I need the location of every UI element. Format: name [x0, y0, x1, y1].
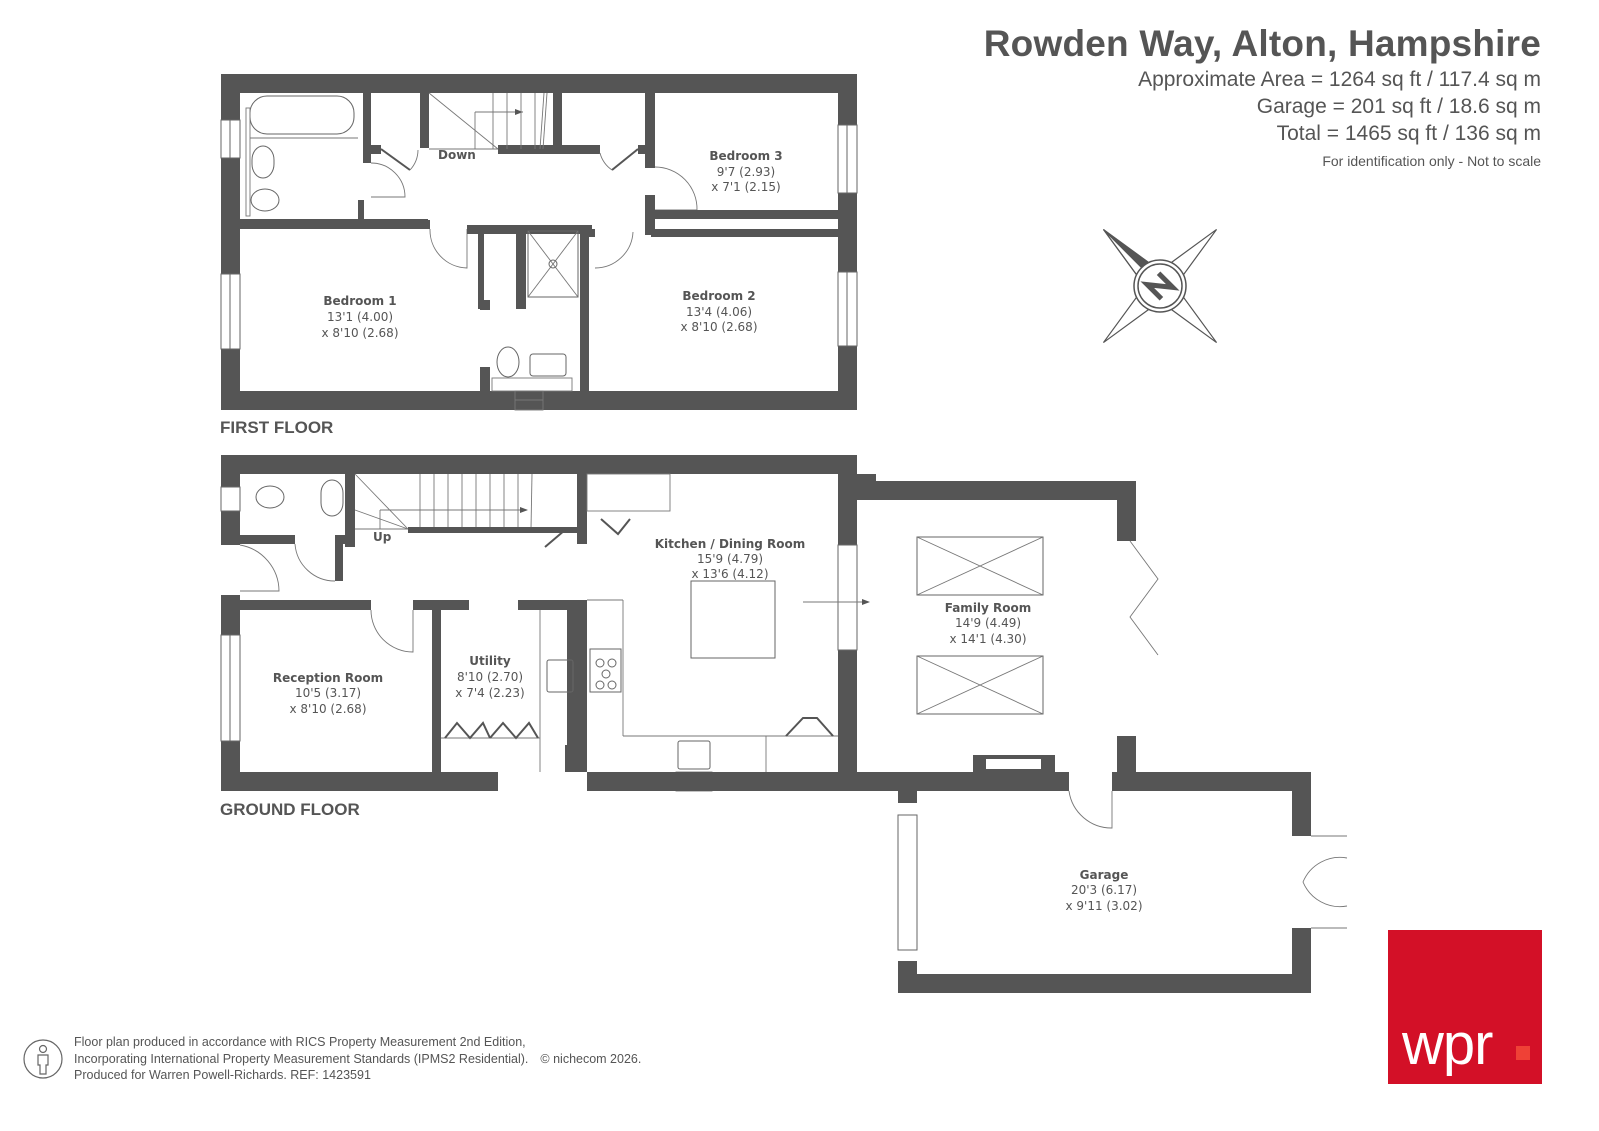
- disclaimer: For identification only - Not to scale: [1322, 153, 1541, 169]
- family-room-dim2: x 14'1 (4.30): [949, 632, 1026, 646]
- bedroom-3-dim1: 9'7 (2.93): [717, 165, 775, 179]
- header: Rowden Way, Alton, Hampshire Approximate…: [984, 22, 1541, 169]
- stairs-down-label: Down: [438, 148, 476, 162]
- bedroom-1-name: Bedroom 1: [323, 294, 396, 308]
- logo-text: wpr: [1402, 1012, 1493, 1077]
- footer-line-3: Produced for Warren Powell-Richards. REF…: [74, 1068, 371, 1082]
- footer-text: Floor plan produced in accordance with R…: [74, 1034, 641, 1084]
- bedroom-2-dim1: 13'4 (4.06): [686, 305, 752, 319]
- copyright: © nichecom 2026.: [540, 1051, 642, 1066]
- bedroom-2-dim2: x 8'10 (2.68): [680, 320, 757, 334]
- bedroom-3-dim2: x 7'1 (2.15): [711, 180, 780, 194]
- stairs-up-label: Up: [373, 530, 392, 544]
- total-area: Total = 1465 sq ft / 136 sq m: [1276, 122, 1541, 145]
- family-room-dim1: 14'9 (4.49): [955, 616, 1021, 630]
- logo-dot: [1516, 1046, 1530, 1060]
- garage-dim1: 20'3 (6.17): [1071, 883, 1137, 897]
- utility-dim1: 8'10 (2.70): [457, 670, 523, 684]
- garage-dim2: x 9'11 (3.02): [1065, 899, 1142, 913]
- footer-line-2: Incorporating International Property Mea…: [74, 1051, 529, 1066]
- first-floor-plan: Down Bedroom 3 9': [220, 74, 858, 411]
- bedroom-3-name: Bedroom 3: [709, 149, 782, 163]
- reception-room-dim2: x 8'10 (2.68): [289, 702, 366, 716]
- footer-line-1: Floor plan produced in accordance with R…: [74, 1035, 526, 1049]
- footer: Floor plan produced in accordance with R…: [22, 1034, 641, 1084]
- north-compass-icon: [1102, 228, 1218, 344]
- garage-area: Garage = 201 sq ft / 18.6 sq m: [1256, 95, 1541, 118]
- bedroom-2-name: Bedroom 2: [682, 289, 755, 303]
- ground-floor-plan: Up: [220, 455, 1348, 993]
- kitchen-dim2: x 13'6 (4.12): [691, 567, 768, 581]
- person-accessibility-icon: [23, 1039, 63, 1079]
- bedroom-1-dim2: x 8'10 (2.68): [321, 326, 398, 340]
- ground-floor-label: GROUND FLOOR: [220, 800, 360, 819]
- utility-name: Utility: [469, 654, 511, 668]
- garage-name: Garage: [1080, 868, 1129, 882]
- utility-dim2: x 7'4 (2.23): [455, 686, 524, 700]
- bedroom-1-dim1: 13'1 (4.00): [327, 310, 393, 324]
- wpr-logo: wpr: [1388, 930, 1542, 1084]
- approx-area: Approximate Area = 1264 sq ft / 117.4 sq…: [1138, 68, 1541, 91]
- stairs-down: Down: [428, 92, 548, 162]
- reception-room-dim1: 10'5 (3.17): [295, 686, 361, 700]
- kitchen-dim1: 15'9 (4.79): [697, 552, 763, 566]
- page-title: Rowden Way, Alton, Hampshire: [983, 23, 1541, 64]
- kitchen-name: Kitchen / Dining Room: [655, 537, 806, 551]
- stairs-up: Up: [354, 473, 578, 544]
- reception-room-name: Reception Room: [273, 671, 383, 685]
- first-floor-label: FIRST FLOOR: [220, 418, 334, 437]
- family-room-name: Family Room: [945, 601, 1032, 615]
